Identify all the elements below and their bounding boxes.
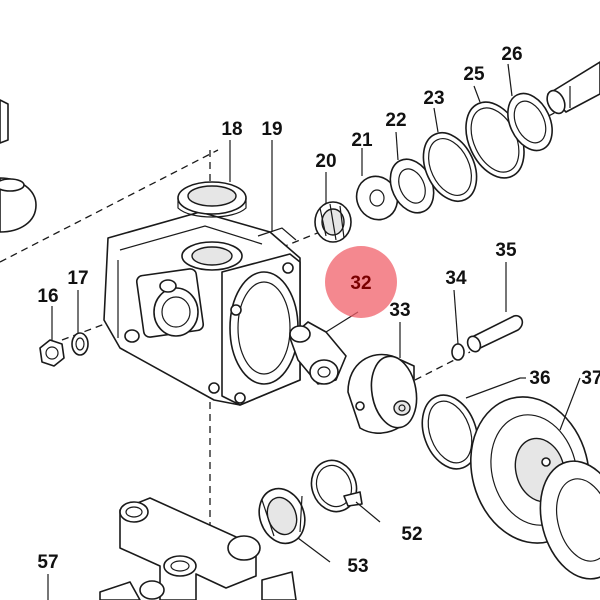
label-16: 16 [37, 286, 58, 307]
part-33-piston [347, 353, 418, 434]
part-26-seal [507, 92, 553, 152]
label-19: 19 [261, 119, 282, 140]
label-33: 33 [389, 300, 410, 321]
part-34-clip [451, 343, 465, 361]
drive-shaft [546, 61, 600, 115]
part-52-hose-clamp [310, 459, 363, 513]
part-labels: 16 17 18 19 20 21 22 23 25 26 32 33 34 3… [37, 44, 600, 577]
label-18: 18 [221, 119, 242, 140]
leader-lines [47, 63, 581, 600]
label-25: 25 [463, 64, 485, 85]
label-57: 57 [37, 552, 58, 573]
part-20-bearing [314, 201, 352, 243]
part-57-manifold [99, 497, 297, 600]
part-37-pulley [469, 396, 600, 580]
part-16-bolt [39, 339, 65, 367]
part-32-connecting-rod [289, 321, 347, 385]
label-53: 53 [347, 556, 368, 577]
part-35-pin [466, 314, 524, 353]
label-52: 52 [401, 524, 422, 545]
label-20: 20 [315, 151, 336, 172]
label-21: 21 [351, 130, 373, 151]
label-22: 22 [385, 110, 406, 131]
label-23: 23 [423, 88, 444, 109]
label-17: 17 [67, 268, 88, 289]
label-37: 37 [581, 368, 600, 389]
label-32: 32 [350, 273, 371, 294]
label-26: 26 [501, 44, 522, 65]
pump-housing [103, 211, 301, 406]
part-36-o-ring [421, 394, 479, 470]
partial-part-top-left [0, 99, 37, 233]
part-23-ring [422, 132, 478, 202]
label-34: 34 [445, 268, 467, 289]
highlight-marker-32 [325, 246, 397, 318]
label-36: 36 [529, 368, 550, 389]
label-35: 35 [495, 240, 517, 261]
part-17-washer [71, 332, 89, 356]
part-18-seal-ring [177, 181, 247, 218]
part-53-coupling [258, 487, 306, 545]
